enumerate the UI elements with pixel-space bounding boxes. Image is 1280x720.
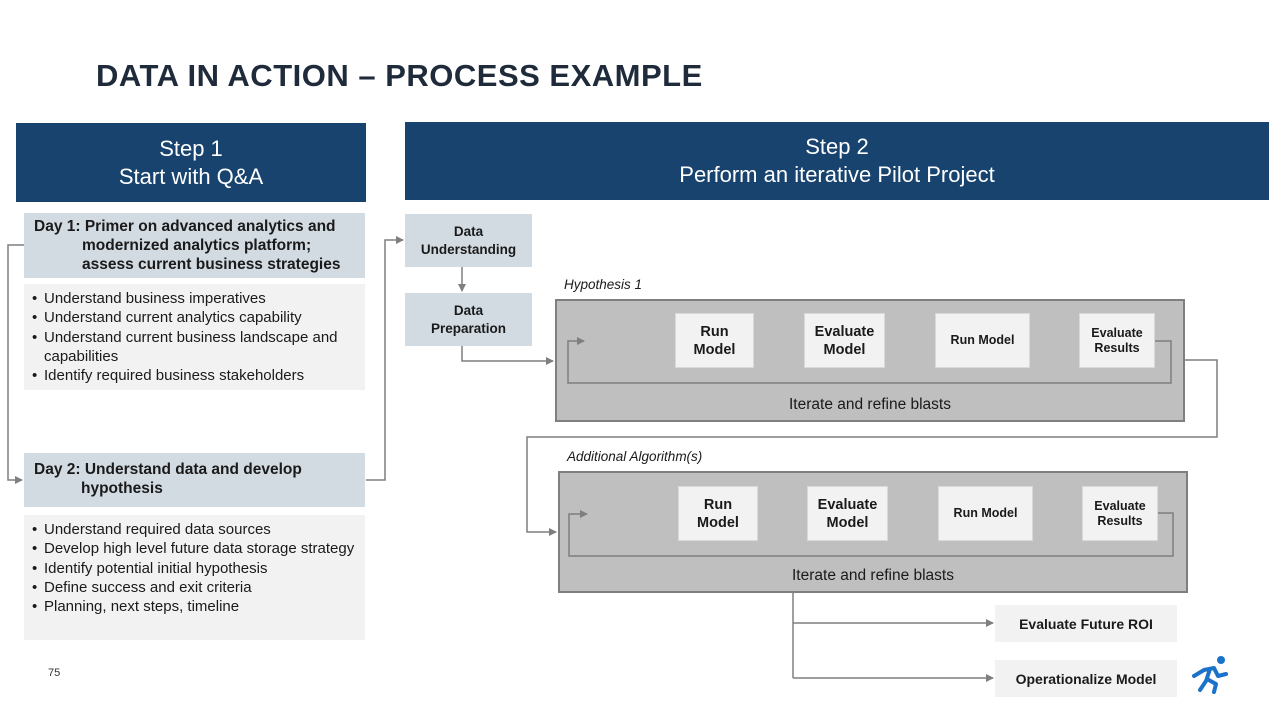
node-line2: Model <box>823 341 866 358</box>
day2-bullet: Develop high level future data storage s… <box>32 539 355 559</box>
node-line2: Results <box>1094 340 1140 355</box>
step1-subtitle: Start with Q&A <box>118 163 264 189</box>
day1-bullet: Understand business imperatives <box>32 289 355 309</box>
day2-bullet: Planning, next steps, timeline <box>32 597 355 617</box>
additional-run-model-node: Run Model <box>678 486 758 541</box>
running-figure-icon <box>1192 656 1228 694</box>
day1-bullet: Understand current analytics capability <box>32 308 355 328</box>
hypothesis-run-model-node-2: Run Model <box>935 313 1030 368</box>
day2-bullet: Understand required data sources <box>32 520 355 540</box>
node-line1: Run Model <box>950 333 1015 347</box>
day2-header-line1: Day 2: Understand data and develop <box>34 461 302 478</box>
node-line1: Evaluate <box>817 496 878 513</box>
day2-bullet: Identify potential initial hypothesis <box>32 559 355 579</box>
additional-run-model-node-2: Run Model <box>938 486 1033 541</box>
node-line2: Results <box>1097 513 1143 528</box>
hypothesis-evaluate-results-node: Evaluate Results <box>1079 313 1155 368</box>
hypothesis-label: Hypothesis 1 <box>564 277 643 292</box>
step2-number: Step 2 <box>805 134 869 159</box>
hypothesis-caption: Iterate and refine blasts <box>789 396 951 413</box>
operationalize-model-box: Operationalize Model <box>995 660 1177 697</box>
additional-caption: Iterate and refine blasts <box>792 567 954 584</box>
additional-evaluate-model-node: Evaluate Model <box>807 486 888 541</box>
step2-header: Step 2 Perform an iterative Pilot Projec… <box>405 122 1269 200</box>
data-preparation-line2: Preparation <box>430 320 507 336</box>
node-line2: Model <box>826 514 869 531</box>
node-line1: Run Model <box>953 506 1018 520</box>
data-preparation-box: Data Preparation <box>405 293 532 346</box>
day1-header-line3: assess current business strategies <box>82 256 341 273</box>
step2-subtitle: Perform an iterative Pilot Project <box>679 162 995 187</box>
node-line1: Evaluate <box>814 323 875 340</box>
day1-header-line1: Day 1: Primer on advanced analytics and <box>34 218 336 235</box>
day1-bullets: Understand business imperatives Understa… <box>24 284 365 390</box>
data-understanding-box: Data Understanding <box>405 214 532 267</box>
day2-header-line2: hypothesis <box>81 480 163 497</box>
node-line2: Model <box>693 341 736 358</box>
day1-header-line2: modernized analytics platform; <box>82 237 312 254</box>
day1-bullet: Understand current business landscape an… <box>32 328 355 367</box>
evaluate-future-roi-box: Evaluate Future ROI <box>995 605 1177 642</box>
data-understanding-line2: Understanding <box>420 241 517 257</box>
day1-bullet: Identify required business stakeholders <box>32 366 355 386</box>
node-line1: Run <box>700 323 729 340</box>
additional-algorithms-label: Additional Algorithm(s) <box>567 449 703 464</box>
data-preparation-line1: Data <box>453 302 484 318</box>
data-understanding-line1: Data <box>453 223 484 239</box>
day2-bullets: Understand required data sources Develop… <box>24 515 365 640</box>
step1-number: Step 1 <box>159 135 223 161</box>
hypothesis-evaluate-model-node: Evaluate Model <box>804 313 885 368</box>
node-line1: Evaluate <box>1094 498 1146 513</box>
additional-evaluate-results-node: Evaluate Results <box>1082 486 1158 541</box>
day1-header: Day 1: Primer on advanced analytics and … <box>24 213 365 278</box>
node-line1: Run <box>703 496 733 513</box>
node-line1: Evaluate <box>1091 325 1143 340</box>
hypothesis-run-model-node: Run Model <box>675 313 754 368</box>
day2-bullet: Define success and exit criteria <box>32 578 355 598</box>
page-number: 75 <box>48 667 61 679</box>
step1-header: Step 1 Start with Q&A <box>16 123 366 202</box>
page-title: DATA IN ACTION – PROCESS EXAMPLE <box>96 58 703 93</box>
day2-header: Day 2: Understand data and develop hypot… <box>24 453 365 507</box>
node-line2: Model <box>697 514 739 531</box>
